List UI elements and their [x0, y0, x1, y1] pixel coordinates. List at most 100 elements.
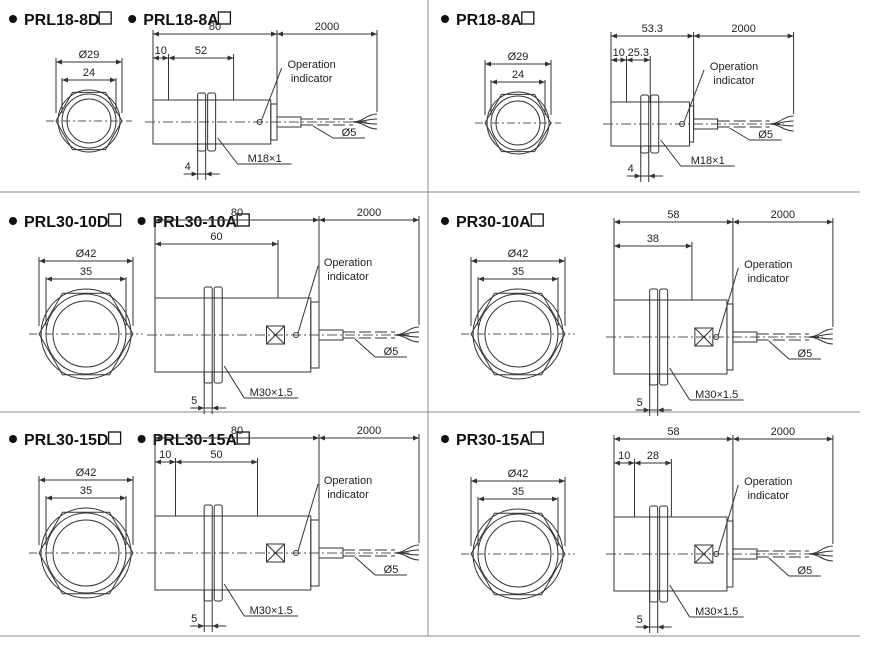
- outer-diameter-dim-label: Ø29: [79, 49, 100, 61]
- dimension-arrowhead: [732, 436, 739, 442]
- thread-leader: [669, 584, 691, 618]
- cable-length-dim-label: 2000: [771, 209, 795, 221]
- window-cross: [266, 325, 285, 345]
- lock-nut: [649, 288, 659, 386]
- front-length-dim-label: 10: [155, 45, 167, 57]
- dimension-arrowhead: [212, 623, 219, 629]
- cable-dia-leader: [354, 556, 376, 576]
- indicator-label-line1: Operation: [710, 61, 758, 73]
- dimension-arrowhead: [120, 495, 126, 501]
- dimension-arrowhead: [168, 55, 175, 61]
- thread-leader: [660, 139, 682, 167]
- title-bullet: [441, 435, 449, 443]
- indicator-leader: [683, 69, 705, 123]
- thread-spec-label: M30×1.5: [250, 387, 293, 399]
- dimension-arrowhead: [611, 33, 617, 39]
- dimension-arrowhead: [319, 217, 325, 223]
- thread-leader: [669, 367, 691, 401]
- model-title: PR30-10A: [456, 214, 531, 231]
- option-checkbox-icon: [107, 213, 122, 227]
- dimension-arrowhead: [614, 436, 620, 442]
- dimension-arrowhead: [559, 258, 565, 264]
- dimension-arrowhead: [559, 478, 565, 484]
- cable-wire: [769, 120, 794, 125]
- dimension-arrowhead: [826, 436, 833, 442]
- indicator-label-line2: indicator: [747, 490, 789, 502]
- dimension-arrowhead: [648, 173, 655, 179]
- dimension-arrowhead: [657, 624, 664, 630]
- cable-length-dim-label: 2000: [357, 207, 381, 219]
- dimension-arrowhead: [478, 496, 484, 502]
- option-checkbox-icon: [107, 431, 122, 445]
- dimension-arrowhead: [634, 173, 641, 179]
- indicator-leader: [717, 267, 739, 336]
- indicator-label-line1: Operation: [744, 259, 792, 271]
- outer-ring: [472, 508, 564, 600]
- dimension-arrowhead: [46, 276, 52, 282]
- outer-diameter-dim-label: Ø42: [508, 248, 529, 260]
- window-cross: [266, 543, 285, 563]
- inner-diameter-dim-label: 35: [80, 266, 92, 278]
- dimension-arrowhead: [127, 258, 133, 264]
- dimension-arrowhead: [56, 59, 62, 65]
- lock-nut: [213, 504, 223, 602]
- title-bullet: [441, 217, 449, 225]
- thread-length-dim-label: 50: [210, 449, 222, 461]
- dimension-arrowhead: [614, 219, 620, 225]
- indicator-label-line1: Operation: [744, 476, 792, 488]
- model-title: PRL18-8A: [143, 12, 219, 29]
- dimension-arrowhead: [539, 79, 545, 85]
- lock-nut: [649, 505, 659, 603]
- nut-gap-label: 5: [637, 397, 643, 409]
- indicator-leader: [261, 67, 283, 121]
- dimension-arrowhead: [251, 459, 258, 465]
- cable-diameter-label: Ø5: [758, 129, 773, 141]
- indicator-window: [266, 543, 286, 563]
- hex-nut-outline: [470, 512, 566, 596]
- cable-wire: [808, 333, 833, 338]
- title-bullet: [137, 217, 146, 225]
- cable-wire: [394, 552, 420, 561]
- cable-length-dim-label: 2000: [771, 426, 795, 438]
- indicator-window: [266, 325, 286, 345]
- inner-diameter-dim-label: 35: [512, 486, 524, 498]
- dimension-arrowhead: [155, 459, 161, 465]
- dimension-arrowhead: [644, 57, 651, 63]
- overall-length-dim-label: 58: [667, 426, 679, 438]
- inner-diameter-dim-label: 35: [512, 266, 524, 278]
- dimension-arrowhead: [313, 217, 319, 223]
- dimension-arrowhead: [545, 61, 551, 67]
- thread-length-dim-label: 60: [210, 231, 222, 243]
- model-title: PRL30-10D: [24, 214, 108, 231]
- dimension-arrowhead: [116, 59, 122, 65]
- indicator-label-line1: Operation: [324, 257, 372, 269]
- dimension-arrowhead: [46, 495, 52, 501]
- lock-nut: [640, 94, 650, 154]
- cable-wire: [352, 121, 378, 130]
- inner-diameter-dim-label: 35: [80, 485, 92, 497]
- dimension-arrowhead: [153, 55, 159, 61]
- thread-leader: [223, 583, 245, 617]
- dimension-arrowhead: [552, 496, 558, 502]
- dimension-arrowhead: [162, 55, 169, 61]
- cable-diameter-label: Ø5: [384, 564, 399, 576]
- option-checkbox-icon: [98, 11, 112, 25]
- dimension-arrowhead: [198, 623, 205, 629]
- model-title: PR30-15A: [456, 432, 531, 449]
- title-bullet: [128, 15, 137, 23]
- lock-nut: [203, 504, 213, 602]
- dimension-arrowhead: [614, 460, 620, 466]
- inner-diameter-dim-label: 24: [512, 69, 524, 81]
- dimension-arrowhead: [413, 435, 419, 441]
- outer-ring: [40, 288, 132, 380]
- nut-gap-label: 5: [637, 614, 643, 626]
- indicator-label-line2: indicator: [291, 73, 333, 85]
- indicator-leader: [717, 484, 739, 553]
